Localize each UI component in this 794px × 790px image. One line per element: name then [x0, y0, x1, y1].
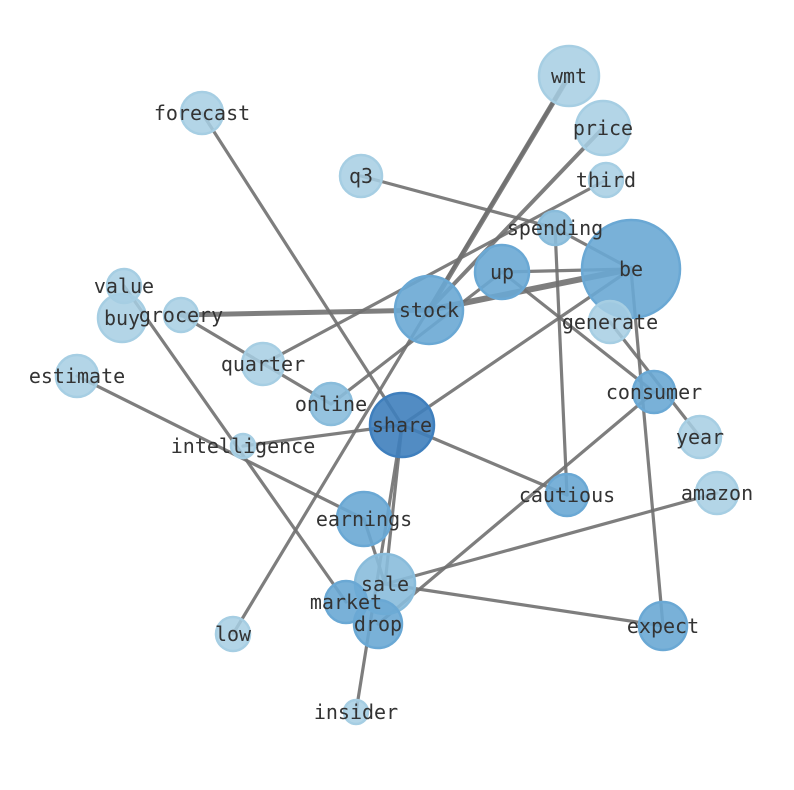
node-label-quarter: quarter [221, 352, 305, 376]
node-label-spending: spending [507, 216, 603, 240]
edge-wmt-low [231, 74, 571, 636]
node-consumer[interactable] [631, 369, 677, 415]
node-year[interactable] [677, 414, 723, 460]
node-label-be: be [619, 257, 643, 281]
edge-third-quarter [261, 178, 608, 366]
edge-spending-q3 [359, 174, 557, 230]
node-label-expect: expect [627, 614, 699, 638]
labels-layer: wmt forecast price third q3 spending be up value… [29, 64, 753, 724]
node-label-market: market [310, 590, 382, 614]
node-label-year: year [676, 425, 724, 449]
node-grocery[interactable] [162, 296, 200, 334]
node-share[interactable] [368, 391, 436, 459]
node-label-amazon: amazon [681, 481, 753, 505]
edge-sale-expect [383, 582, 665, 628]
node-third[interactable] [587, 161, 625, 199]
node-label-up: up [490, 260, 514, 284]
node-label-stock: stock [399, 298, 459, 322]
node-label-third: third [576, 168, 636, 192]
edge-consumer-drop [376, 390, 656, 626]
node-label-wmt: wmt [551, 64, 587, 88]
node-label-forecast: forecast [154, 101, 250, 125]
node-amazon[interactable] [694, 470, 740, 516]
node-earnings[interactable] [335, 490, 393, 548]
node-label-earnings: earnings [316, 507, 412, 531]
node-up[interactable] [473, 243, 531, 301]
node-q3[interactable] [338, 153, 384, 199]
node-estimate[interactable] [54, 353, 100, 399]
edge-stock-grocery [178, 307, 432, 318]
node-label-intelligence: intelligence [171, 434, 316, 458]
node-expect[interactable] [637, 600, 689, 652]
node-low[interactable] [214, 615, 252, 653]
node-label-q3: q3 [349, 164, 373, 188]
node-label-estimate: estimate [29, 364, 125, 388]
node-intelligence[interactable] [229, 432, 257, 460]
node-label-online: online [295, 392, 367, 416]
node-label-insider: insider [314, 700, 398, 724]
node-buy[interactable] [96, 292, 148, 344]
node-label-share: share [372, 413, 432, 437]
node-label-grocery: grocery [139, 303, 223, 327]
node-wmt[interactable] [537, 44, 601, 108]
node-insider[interactable] [342, 698, 370, 726]
node-forecast[interactable] [179, 90, 225, 136]
edge-amazon-sale [383, 491, 719, 586]
node-drop[interactable] [352, 598, 404, 650]
node-quarter[interactable] [240, 341, 286, 387]
edge-be-expect [629, 267, 665, 628]
node-label-price: price [573, 116, 633, 140]
edge-spending-cautious [553, 226, 569, 497]
node-label-value: value [94, 274, 154, 298]
node-label-cautious: cautious [519, 483, 615, 507]
nodes-layer [54, 44, 740, 726]
node-online[interactable] [308, 381, 354, 427]
edge-forecast-share [200, 111, 404, 427]
node-label-sale: sale [361, 572, 409, 596]
node-label-generate: generate [562, 310, 658, 334]
node-label-low: low [215, 622, 252, 646]
node-label-buy: buy [104, 306, 140, 330]
node-cautious[interactable] [544, 472, 590, 518]
node-price[interactable] [574, 99, 632, 157]
node-stock[interactable] [393, 274, 465, 346]
node-generate[interactable] [587, 299, 633, 345]
node-label-consumer: consumer [606, 380, 702, 404]
edge-up-consumer [500, 270, 656, 394]
node-label-drop: drop [354, 612, 402, 636]
node-spending[interactable] [536, 209, 574, 247]
